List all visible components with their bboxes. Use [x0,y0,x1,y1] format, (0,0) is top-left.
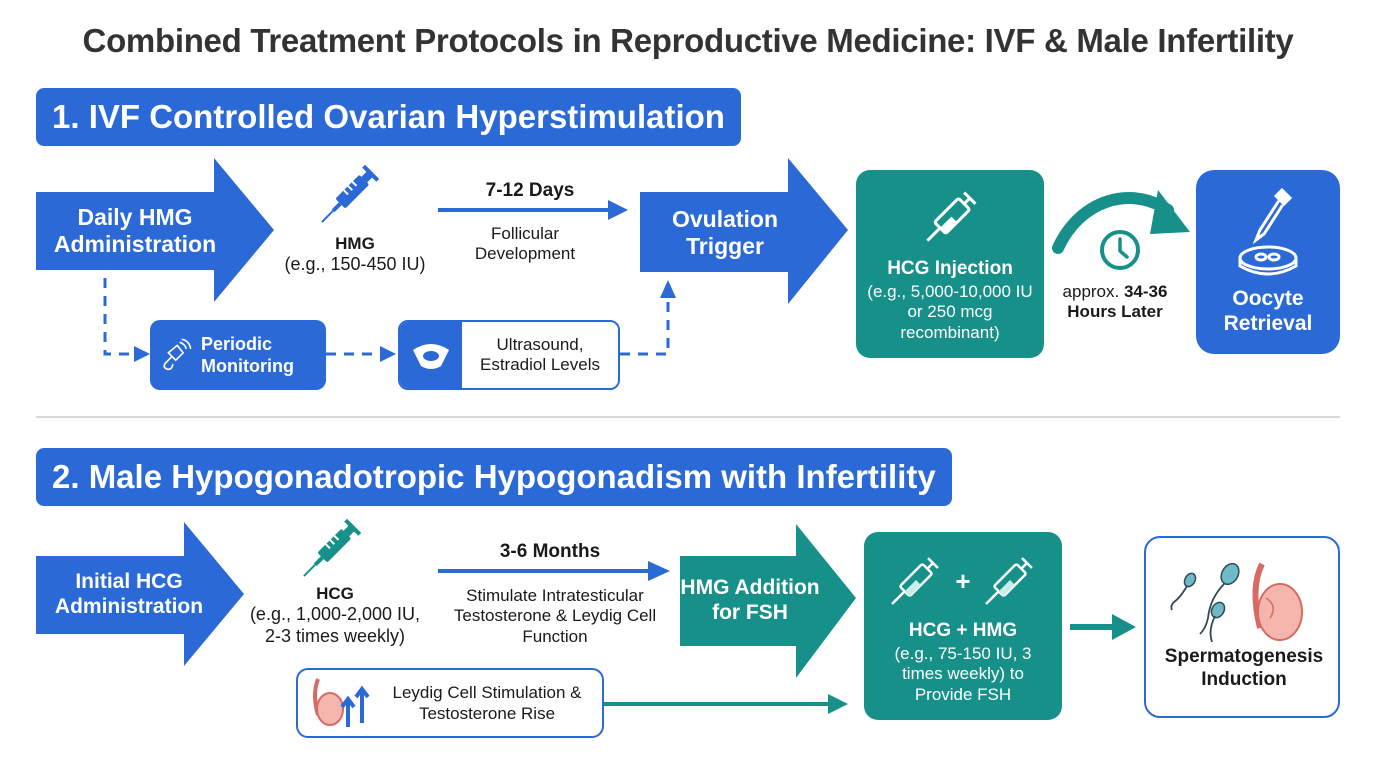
combo-dose: (e.g., 75-150 IU, 3 times weekly) to Pro… [894,644,1032,704]
hmg-drug-name: HMG [335,234,375,253]
periodic-monitoring-label: Periodic Monitoring [200,333,294,377]
ultrasound-scan-icon [413,344,449,369]
timing-value: 34-36 [1123,282,1168,301]
sperm-testis-icon [1170,562,1303,643]
duration-label-1: 7-12 Days [485,180,575,201]
hcg-injection-box: HCG Injection (e.g., 5,000-10,000 IU or … [856,170,1044,358]
duration-desc-2: Stimulate Intratesticular Testosterone &… [453,586,657,646]
section-2-header: 2. Male Hypogonadotropic Hypogonadism wi… [36,448,952,506]
ultrasound-icon-panel [400,322,462,388]
hmg-drug-dose: (e.g., 150-450 IU) [284,254,426,275]
timing-suffix: Hours Later [1067,302,1163,322]
oocyte-retrieval-box: Oocyte Retrieval [1196,170,1340,354]
pipette-petri-dish-icon [1238,187,1298,276]
combo-plus-sign: + [955,566,970,596]
syringe-icon [926,191,977,242]
testis-up-arrows-icon [313,678,370,727]
spermatogenesis-title: Spermatogenesis Induction [1164,646,1324,690]
daily-hmg-arrow-shape [36,158,274,302]
combo-title: HCG + HMG [908,620,1018,641]
ultrasound-probe-icon [163,338,192,371]
section-divider [36,416,1340,418]
section-1-header: 1. IVF Controlled Ovarian Hyperstimulati… [36,88,741,146]
page-title: Combined Treatment Protocols in Reproduc… [82,22,1294,59]
duration-label-2: 3-6 Months [499,541,601,562]
syringe-icon [321,164,380,223]
spermatogenesis-box: Spermatogenesis Induction [1144,536,1340,718]
hmg-addition-arrow-shape [680,524,856,678]
hcg-injection-dose: (e.g., 5,000-10,000 IU or 250 mcg recomb… [867,282,1033,342]
curved-timing-arrow [1052,192,1174,254]
timing-prefix: approx. [1062,282,1120,301]
syringe-icon [303,518,362,577]
monitoring-dashed-path-3 [620,296,670,356]
hcg-drug-label: HCG (e.g., 1,000-2,000 IU, 2-3 times wee… [240,584,430,648]
periodic-monitoring-box: Periodic Monitoring [150,320,326,390]
hmg-addition-arrow-label: HMG Addition for FSH [680,576,820,624]
timing-label: approx. 34-36 Hours Later [1050,282,1180,323]
ovulation-trigger-arrow-label: Ovulation Trigger [671,205,779,259]
duration-desc-1: Follicular Development [474,224,576,264]
hcg-injection-title: HCG Injection [887,258,1013,279]
ovulation-trigger-arrow-shape [640,158,848,304]
hmg-drug-label: HMG (e.g., 150-450 IU) [270,234,440,276]
two-syringes-icon: + [891,557,1033,605]
initial-hcg-arrow-label: Initial HCG Administration [54,570,204,618]
monitoring-dashed-path-1 [103,278,140,356]
ultrasound-estradiol-box: Ultrasound, Estradiol Levels [398,320,620,390]
hcg-drug-name: HCG [316,584,354,603]
oocyte-retrieval-title: Oocyte Retrieval [1223,287,1313,336]
ultrasound-estradiol-label: Ultrasound, Estradiol Levels [462,322,618,388]
leydig-stimulation-label: Leydig Cell Stimulation & Testosterone R… [392,682,582,723]
initial-hcg-arrow-shape [36,522,244,666]
hcg-drug-dose: (e.g., 1,000-2,000 IU, 2-3 times weekly) [249,604,421,646]
daily-hmg-arrow-label: Daily HMG Administration [53,203,217,257]
leydig-stimulation-box: Leydig Cell Stimulation & Testosterone R… [296,668,604,738]
hcg-hmg-combo-box: + HCG + HMG (e.g., 75-150 IU, 3 times we… [864,532,1062,720]
clock-icon [1100,230,1140,270]
